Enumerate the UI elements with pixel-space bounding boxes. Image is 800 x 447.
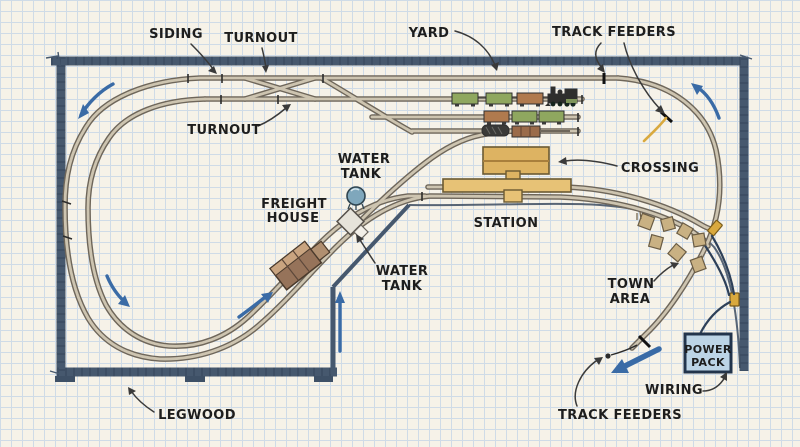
yard-trains xyxy=(451,86,578,138)
label-town-area-2: AREA xyxy=(610,292,651,307)
leg-pad xyxy=(185,376,205,382)
label-water-tank-lower-1: WATER xyxy=(376,264,429,279)
electrical-yellow-parts xyxy=(642,116,740,307)
locomotive xyxy=(545,86,578,107)
feeder-tick-spur xyxy=(637,334,652,349)
label-turnout-lower: TURNOUT xyxy=(187,123,261,138)
label-track-feeders-top: TRACK FEEDERS xyxy=(552,25,676,40)
label-station: STATION xyxy=(474,216,539,231)
direction-arrows xyxy=(78,82,721,373)
label-siding: SIDING xyxy=(149,27,203,42)
track-bumper xyxy=(707,219,723,237)
wiring-runs xyxy=(698,234,736,336)
label-wiring: WIRING xyxy=(645,383,703,398)
label-freight-house-1: FREIGHT xyxy=(261,197,327,212)
leg-pad xyxy=(314,376,333,382)
town-buildings xyxy=(636,211,707,274)
annotation-arrows xyxy=(128,30,727,413)
notch-diagonal-edge xyxy=(331,203,411,289)
label-town-area-1: TOWN xyxy=(608,277,655,292)
label-yard: YARD xyxy=(408,26,450,41)
train-row-3 xyxy=(481,124,570,138)
train-row-1 xyxy=(451,86,578,107)
rail-joint-ticks xyxy=(61,74,583,240)
feeder-wire-yellow xyxy=(642,116,668,143)
feeder-solder-dot xyxy=(605,353,611,359)
label-water-tank-upper-1: WATER xyxy=(338,152,391,167)
label-legwood: LEGWOOD xyxy=(158,408,236,423)
label-water-tank-lower-2: TANK xyxy=(382,279,423,294)
sketch-overshoot-lines xyxy=(45,51,753,375)
structures: POWER PACK xyxy=(268,146,733,374)
water-tank-diamond xyxy=(336,207,369,240)
spur-feeder-wire xyxy=(605,344,638,359)
train-row-2 xyxy=(483,110,565,125)
power-pack: POWER PACK xyxy=(683,332,733,374)
crossing-building xyxy=(482,146,550,181)
label-crossing: CROSSING xyxy=(621,161,699,176)
label-freight-house-2: HOUSE xyxy=(267,211,320,226)
water-tank-round xyxy=(346,186,366,210)
label-track-feeders-bottom: TRACK FEEDERS xyxy=(558,408,682,423)
labels: SIDING TURNOUT YARD TRACK FEEDERS TURNOU… xyxy=(149,25,703,423)
label-water-tank-upper-2: TANK xyxy=(341,167,382,182)
leg-pads xyxy=(55,376,333,382)
label-turnout-upper: TURNOUT xyxy=(224,31,298,46)
power-pack-label-line2: PACK xyxy=(691,356,725,369)
freight-house xyxy=(268,240,331,291)
power-pack-label-line1: POWER xyxy=(684,343,732,356)
arrow-bottom-right-thick xyxy=(618,346,662,371)
benchwork-frame xyxy=(45,51,753,382)
leg-pad xyxy=(55,376,75,382)
station-building xyxy=(442,178,572,203)
